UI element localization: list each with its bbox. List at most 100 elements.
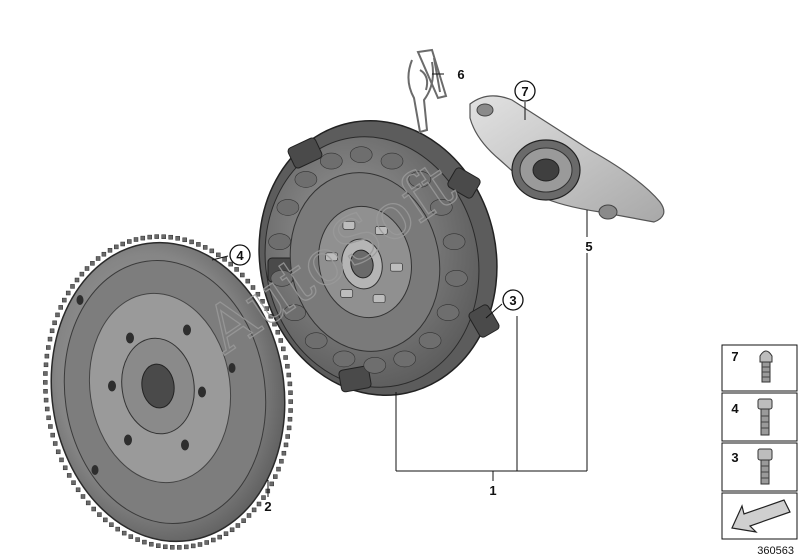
ring-gear-tooth [286,372,292,378]
ring-gear-tooth [43,380,48,385]
ring-gear-tooth [75,487,81,493]
ring-gear-tooth [269,481,274,487]
ring-gear-tooth [182,237,187,243]
ring-gear-tooth [48,424,53,429]
friction-segment [436,304,460,321]
ring-gear-tooth [216,252,221,258]
damper-spring [390,262,403,272]
ring-gear-tooth [255,291,261,297]
friction-segment [319,152,343,170]
damper-spring [374,226,388,235]
ring-gear-tooth [140,235,146,241]
ring-gear-tooth [161,234,166,239]
callout-4[interactable]: 4 [229,244,251,266]
ring-gear-tooth [85,500,91,506]
ring-gear-tooth [278,338,284,343]
socket-bolt-icon [757,448,773,485]
ring-gear-tooth [175,236,180,241]
ring-gear-tooth [44,353,50,359]
ring-gear-tooth [288,408,293,413]
drawing-number: 360563 [757,545,794,557]
ring-gear-tooth [229,527,235,533]
ring-gear-tooth [97,512,102,517]
ring-gear-tooth [268,313,274,319]
ring-gear-tooth [55,449,61,455]
legend-row-3[interactable]: 3 [721,442,798,492]
ring-gear-tooth [149,541,154,547]
callout-3[interactable]: 3 [502,289,524,311]
ring-gear-tooth [114,244,119,250]
legend-row-7[interactable]: 7 [721,344,798,392]
back-arrow-box[interactable] [721,492,798,540]
ring-gear-tooth [217,534,222,540]
ring-gear-tooth [246,513,252,518]
legend-row-3-number: 3 [731,450,738,465]
ring-gear-tooth [79,271,85,277]
friction-segment [380,152,404,170]
ring-gear-tooth [84,266,90,271]
friction-segment [442,233,466,250]
ring-gear-tooth [184,544,189,550]
callout-7-number: 7 [521,84,528,99]
callout-7[interactable]: 7 [514,80,536,102]
ring-gear-tooth [43,389,48,394]
legend-row-4[interactable]: 4 [721,392,798,442]
ring-gear-tooth [190,543,196,549]
ring-gear-tooth [66,473,72,478]
legend-row-4-number: 4 [731,401,739,416]
ring-gear-tooth [228,261,233,267]
callout-7-circle [514,80,536,102]
friction-segment [332,350,356,368]
damper-spring [340,289,354,298]
ring-gear-tooth [127,239,132,244]
release-fork-with-bearing [469,95,665,223]
ring-gear-tooth [147,234,152,240]
ring-gear-tooth [107,248,113,253]
ring-gear-tooth [55,312,60,318]
ring-gear-tooth [52,320,57,326]
friction-segment [393,350,417,368]
clutch-disc-friction-segments [268,146,468,374]
callout-5[interactable]: 5 [585,239,592,254]
flywheel-bolt-holes [76,295,236,475]
ring-gear-tooth [211,537,216,543]
ring-gear-tooth [74,277,80,283]
ring-gear-tooth [273,474,278,479]
ring-gear-tooth [250,285,256,290]
ring-gear-tooth [52,441,58,446]
ring-gear-tooth [49,328,55,334]
ring-gear-tooth [177,545,182,550]
ring-gear-tooth [46,345,51,350]
callout-1[interactable]: 1 [489,483,496,498]
ring-gear-tooth [272,321,277,327]
ring-gear-tooth [44,406,50,412]
ring-gear-tooth [59,457,64,463]
retaining-spring-clip [407,48,448,134]
fastener-legend: 7 4 3 [721,344,798,540]
callout-6[interactable]: 6 [457,67,464,82]
callout-1-number: 1 [489,483,496,498]
ring-gear-tooth [103,517,108,523]
ring-gear-tooth [261,495,266,500]
ring-gear-tooth [223,531,229,536]
ring-gear-tooth [133,237,139,242]
ring-gear-tooth [260,299,265,304]
ring-gear-tooth [47,336,53,342]
ring-gear-tooth [204,540,209,545]
ring-gear-tooth [142,539,147,545]
ring-gear-tooth [154,234,159,239]
friction-segment [363,356,387,374]
callout-2[interactable]: 2 [264,499,271,514]
clutch-pressure-plate [258,120,500,396]
friction-segment [429,199,453,216]
ring-gear-tooth [46,415,51,421]
ring-gear-tooth [168,234,173,240]
ring-gear-tooth [202,245,208,250]
ring-gear-tooth [222,257,227,262]
damper-spring [325,252,338,262]
damper-spring [342,220,356,230]
ring-gear-tooth [264,306,270,311]
hex-socket-bolt-icon [757,398,773,436]
ring-gear-tooth [288,399,293,404]
ring-gear-tooth [287,381,293,387]
